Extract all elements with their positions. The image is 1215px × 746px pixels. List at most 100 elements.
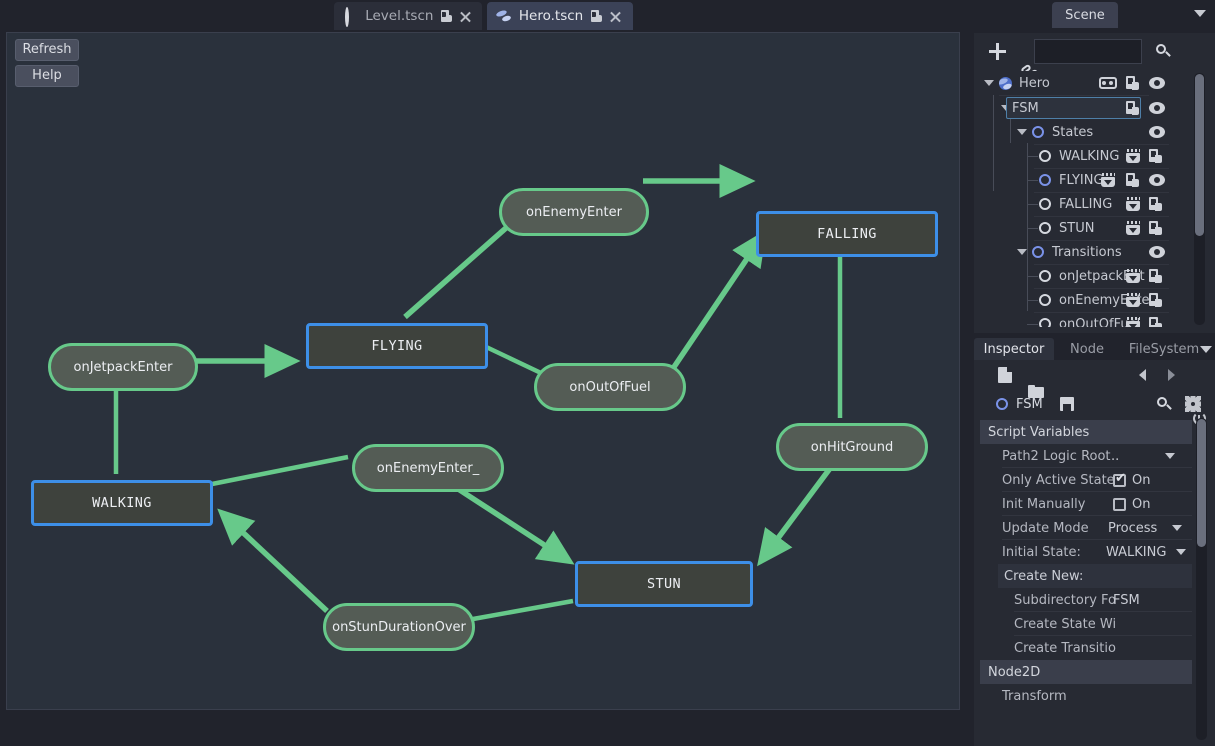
transition-node-onoutoffuel[interactable]: onOutOfFuel [534, 363, 686, 411]
tree-node-stun[interactable]: STUN [979, 216, 1210, 240]
script-icon[interactable] [1126, 101, 1139, 115]
anim-icon[interactable] [1125, 293, 1141, 307]
scrollbar-thumb[interactable] [1197, 419, 1206, 547]
gear-icon[interactable] [1185, 396, 1201, 412]
script-icon[interactable] [1149, 221, 1162, 235]
anim-icon[interactable] [1125, 269, 1141, 283]
file-icon[interactable] [998, 367, 1012, 383]
property-row-only-active-state[interactable]: Only Active State On [980, 468, 1192, 492]
tree-node-onjetpackent[interactable]: onJetpackEnt [979, 264, 1210, 288]
anim-icon[interactable] [1125, 149, 1141, 163]
tree-node-label: STUN [1059, 220, 1095, 236]
tree-node-fsm[interactable]: FSM [979, 96, 1210, 120]
tree-node-falling[interactable]: FALLING [979, 192, 1210, 216]
chevron-down-icon[interactable] [1017, 249, 1027, 255]
property-value[interactable]: FSM [1113, 592, 1140, 608]
anim-icon[interactable] [1125, 221, 1141, 235]
script-icon[interactable] [440, 9, 453, 23]
eye-icon[interactable] [1149, 246, 1165, 258]
chevron-down-icon[interactable] [1194, 10, 1206, 17]
transition-node-onstundurationover[interactable]: onStunDurationOver [323, 603, 475, 651]
tab-filesystem[interactable]: FileSystem [1128, 341, 1200, 357]
property-row-transform[interactable]: Transform [980, 684, 1192, 708]
property-category-script-variables[interactable]: Script Variables [980, 420, 1192, 444]
eye-icon[interactable] [1149, 174, 1165, 186]
property-row-update-mode[interactable]: Update Mode Process [980, 516, 1192, 540]
property-row-initial-state[interactable]: Initial State: WALKING [980, 540, 1192, 564]
scene-dock-tab[interactable]: Scene [1052, 2, 1118, 28]
globe-icon [999, 77, 1012, 90]
tab-node[interactable]: Node [1070, 341, 1104, 357]
tree-node-hero[interactable]: Hero [979, 71, 1210, 95]
init-manually-checkbox[interactable] [1113, 497, 1126, 511]
arrow-right-icon[interactable] [1168, 369, 1175, 381]
script-icon[interactable] [1126, 76, 1139, 90]
script-icon[interactable] [1149, 293, 1162, 307]
chevron-down-icon[interactable] [1165, 453, 1175, 459]
property-row-init-manually[interactable]: Init Manually On [980, 492, 1192, 516]
eye-icon[interactable] [1149, 77, 1165, 89]
transition-node-onjetpackenter[interactable]: onJetpackEnter [48, 343, 198, 391]
tree-node-label: onOutOfFuel [1059, 316, 1141, 328]
state-node-falling[interactable]: FALLING [756, 211, 938, 257]
tree-node-onoutoffuel[interactable]: onOutOfFuel [979, 312, 1210, 327]
state-node-flying[interactable]: FLYING [306, 323, 488, 369]
chevron-down-icon[interactable] [1172, 525, 1182, 531]
scene-filter-input[interactable] [1034, 39, 1142, 64]
plus-icon[interactable] [987, 42, 1009, 62]
tree-node-flying[interactable]: FLYING [979, 168, 1210, 192]
close-icon[interactable] [609, 10, 622, 23]
refresh-button[interactable]: Refresh [15, 39, 79, 61]
property-row-path2-logic-root[interactable]: Path2 Logic Root .. [980, 444, 1192, 468]
chevron-down-icon[interactable] [1176, 549, 1186, 555]
arrow-left-icon[interactable] [1139, 369, 1146, 381]
property-category-node2d[interactable]: Node2D [980, 660, 1192, 684]
help-button[interactable]: Help [15, 65, 79, 87]
tree-node-transitions[interactable]: Transitions [979, 240, 1210, 264]
script-icon[interactable] [1149, 317, 1162, 327]
property-row-subdirectory-for[interactable]: Subdirectory Fo FSM [980, 588, 1192, 612]
inspector-scrollbar[interactable] [1196, 418, 1207, 740]
chevron-down-icon[interactable] [1200, 346, 1212, 353]
eye-icon[interactable] [1149, 126, 1165, 138]
chevron-down-icon[interactable] [1017, 129, 1027, 135]
tree-node-states[interactable]: States [979, 120, 1210, 144]
script-icon[interactable] [1149, 269, 1162, 283]
tree-node-walking[interactable]: WALKING [979, 144, 1210, 168]
transition-node-onenemyenter[interactable]: onEnemyEnter [499, 188, 649, 236]
state-node-walking[interactable]: WALKING [31, 480, 213, 526]
folder-icon[interactable] [1028, 385, 1044, 398]
scene-tree[interactable]: Hero FSM [979, 71, 1210, 327]
eye-icon[interactable] [1149, 102, 1165, 114]
property-row-create-transition[interactable]: Create Transitio [980, 636, 1192, 660]
close-icon[interactable] [459, 10, 471, 23]
tab-level-tscn[interactable]: Level.tscn [334, 2, 482, 30]
chevron-down-icon[interactable] [984, 80, 994, 86]
state-node-stun[interactable]: STUN [575, 561, 753, 607]
tree-node-label: FSM [1012, 100, 1039, 116]
search-icon[interactable] [1156, 44, 1171, 59]
tree-node-onenemyente[interactable]: onEnemyEnte [979, 288, 1210, 312]
kbd-icon[interactable] [1099, 77, 1117, 89]
property-subcategory-create-new[interactable]: Create New: [998, 564, 1192, 588]
search-icon[interactable] [1157, 397, 1172, 412]
inspector-properties[interactable]: Script Variables Path2 Logic Root .. Onl… [980, 420, 1208, 742]
save-icon[interactable] [1060, 397, 1074, 411]
script-icon[interactable] [1149, 197, 1162, 211]
tab-inspector[interactable]: Inspector [974, 338, 1054, 360]
transition-node-onenemyenter-2[interactable]: onEnemyEnter_ [352, 444, 504, 492]
fsm-graph-canvas[interactable]: FLYING FALLING WALKING STUN onEnemyEnter… [7, 33, 959, 709]
scene-tree-scrollbar[interactable] [1194, 73, 1205, 325]
anim-icon[interactable] [1125, 317, 1141, 327]
tab-hero-tscn[interactable]: Hero.tscn [487, 2, 633, 30]
only-active-state-checkbox[interactable] [1113, 472, 1126, 487]
anim-icon[interactable] [1125, 197, 1141, 211]
anim-icon[interactable] [1100, 173, 1116, 187]
node-rename-input[interactable] [1006, 97, 1141, 119]
script-icon[interactable] [590, 9, 603, 23]
scrollbar-thumb[interactable] [1195, 74, 1204, 236]
property-row-create-state-with[interactable]: Create State Wi [980, 612, 1192, 636]
script-icon[interactable] [1149, 149, 1162, 163]
script-icon[interactable] [1126, 173, 1139, 187]
transition-node-onhitground[interactable]: onHitGround [776, 423, 928, 471]
